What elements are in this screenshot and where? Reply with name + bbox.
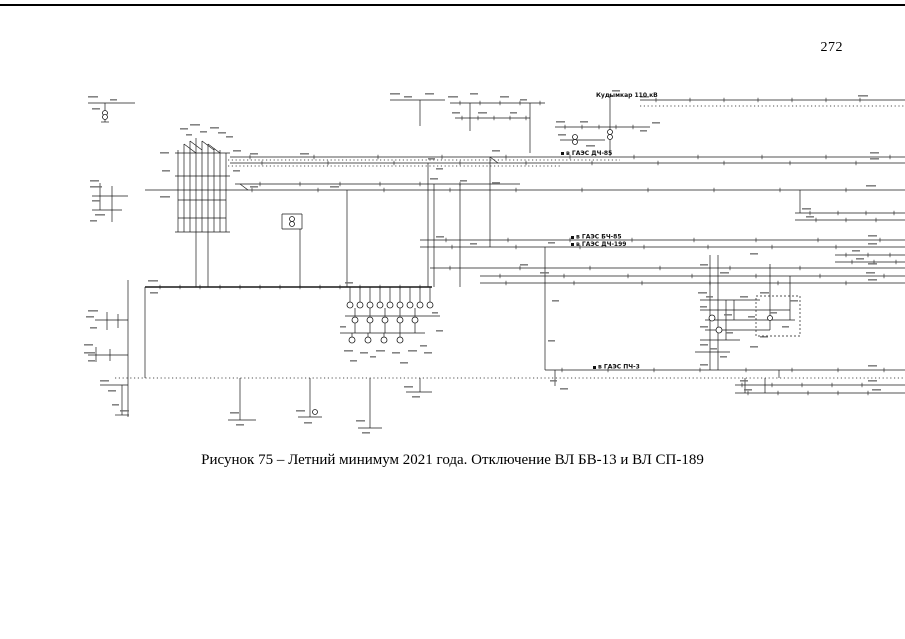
- diagram-label-kudymkar: Кудымкар 110 кВ: [596, 92, 658, 99]
- figure-caption: Рисунок 75 – Летний минимум 2021 года. О…: [201, 452, 704, 468]
- diagram-label-line-pch3: в ГАЭС ПЧ-3: [598, 364, 640, 371]
- diagram-label-line-dch199: в ГАЭС ДЧ-199: [576, 241, 626, 248]
- page-top-rule: [0, 4, 905, 6]
- page-number: 272: [820, 40, 843, 55]
- diagram-label-line-dch85: в ГАЭС ДЧ-85: [566, 150, 612, 157]
- diagram-linework: [84, 90, 905, 434]
- diagram-label-line-bch85: в ГАЭС БЧ-85: [576, 234, 622, 241]
